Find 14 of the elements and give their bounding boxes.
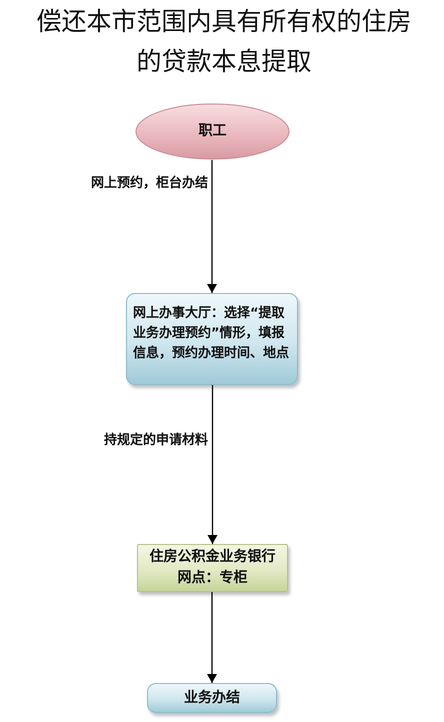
arrow bbox=[207, 592, 217, 683]
edge-label: 网上预约，柜台办结 bbox=[91, 176, 208, 192]
arrow bbox=[207, 160, 217, 293]
start-ellipse bbox=[135, 103, 290, 160]
arrow bbox=[208, 385, 218, 544]
rounded-process-box bbox=[147, 683, 277, 713]
node-text: 网上办事大厅：选择“提取业务办理预约”情形，填报信息，预约办理时间、地点 bbox=[133, 304, 290, 363]
node-text: 住房公积金业务银行网点：专柜 bbox=[148, 548, 276, 588]
process-box bbox=[137, 544, 288, 592]
edge-label: 持规定的申请材料 bbox=[104, 433, 208, 449]
node-text: 职工 bbox=[198, 122, 226, 141]
title: 偿还本市范围内具有所有权的住房的贷款本息提取 bbox=[36, 6, 412, 78]
node-text: 业务办结 bbox=[184, 688, 240, 708]
rounded-process-box bbox=[126, 293, 298, 385]
